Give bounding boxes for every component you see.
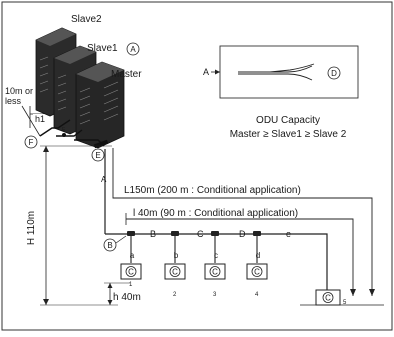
indoor-unit-2-marker: C xyxy=(172,268,178,277)
l40-label: l 40m (90 m : Conditional application) xyxy=(133,208,298,219)
indoor-unit-3-marker: C xyxy=(212,268,218,277)
indoor-unit-4: C xyxy=(246,263,268,280)
marker-a-label: A xyxy=(130,45,136,54)
capacity-title: ODU Capacity xyxy=(256,115,320,126)
h1-label: h1 xyxy=(35,114,45,124)
slave2-label: Slave2 xyxy=(71,14,102,25)
distance-label-bottom: less xyxy=(5,96,22,106)
indoor-unit-1-number: 1 xyxy=(129,282,133,288)
master-label: Master xyxy=(111,69,142,80)
indoor-unit-5-marker: C xyxy=(325,294,331,303)
drop-d-label: d xyxy=(256,251,260,260)
indoor-unit-2: C xyxy=(164,263,186,280)
marker-f-circle xyxy=(24,135,38,149)
indoor-unit-4-marker: C xyxy=(254,268,260,277)
pipe-a-label: A xyxy=(101,175,107,184)
drop-a-label: a xyxy=(130,251,135,260)
slave1-label: Slave1 xyxy=(87,43,118,54)
marker-e-label: E xyxy=(95,151,100,160)
marker-b-circle xyxy=(103,238,117,252)
marker-e-circle xyxy=(91,148,105,162)
indoor-unit-1-marker: C xyxy=(128,268,134,277)
capacity-formula: Master ≥ Slave1 ≥ Slave 2 xyxy=(230,129,347,140)
indoor-unit-5-number: 5 xyxy=(343,300,347,306)
odu-stack xyxy=(35,27,125,149)
pipe-b-label: B xyxy=(150,229,156,239)
small-height-label: h 40m xyxy=(113,292,141,303)
drop-c-label: c xyxy=(214,251,218,260)
marker-b-label: B xyxy=(107,241,112,250)
marker-a-circle xyxy=(126,42,140,56)
indoor-unit-4-number: 4 xyxy=(255,292,259,298)
pipe-d-label: D xyxy=(239,229,246,239)
l150-label: L150m (200 m : Conditional application) xyxy=(124,185,301,196)
marker-f-label: F xyxy=(29,138,34,147)
indoor-unit-3: C xyxy=(204,263,226,280)
pipe-c-label: C xyxy=(197,229,204,239)
distance-label-top: 10m or xyxy=(5,86,33,96)
indoor-unit-1: C xyxy=(120,263,142,280)
marker-d-circle xyxy=(327,66,341,80)
height-label: H 110m xyxy=(26,211,37,245)
inset-pointer-label: A xyxy=(203,67,209,77)
drop-b-label: b xyxy=(174,251,179,260)
marker-d-label: D xyxy=(331,69,337,78)
indoor-unit-2-number: 2 xyxy=(173,292,177,298)
indoor-unit-3-number: 3 xyxy=(213,292,217,298)
pipe-e-label: e xyxy=(286,229,291,239)
marker-e-small: E xyxy=(62,127,66,133)
indoor-unit-5: C xyxy=(315,289,341,306)
